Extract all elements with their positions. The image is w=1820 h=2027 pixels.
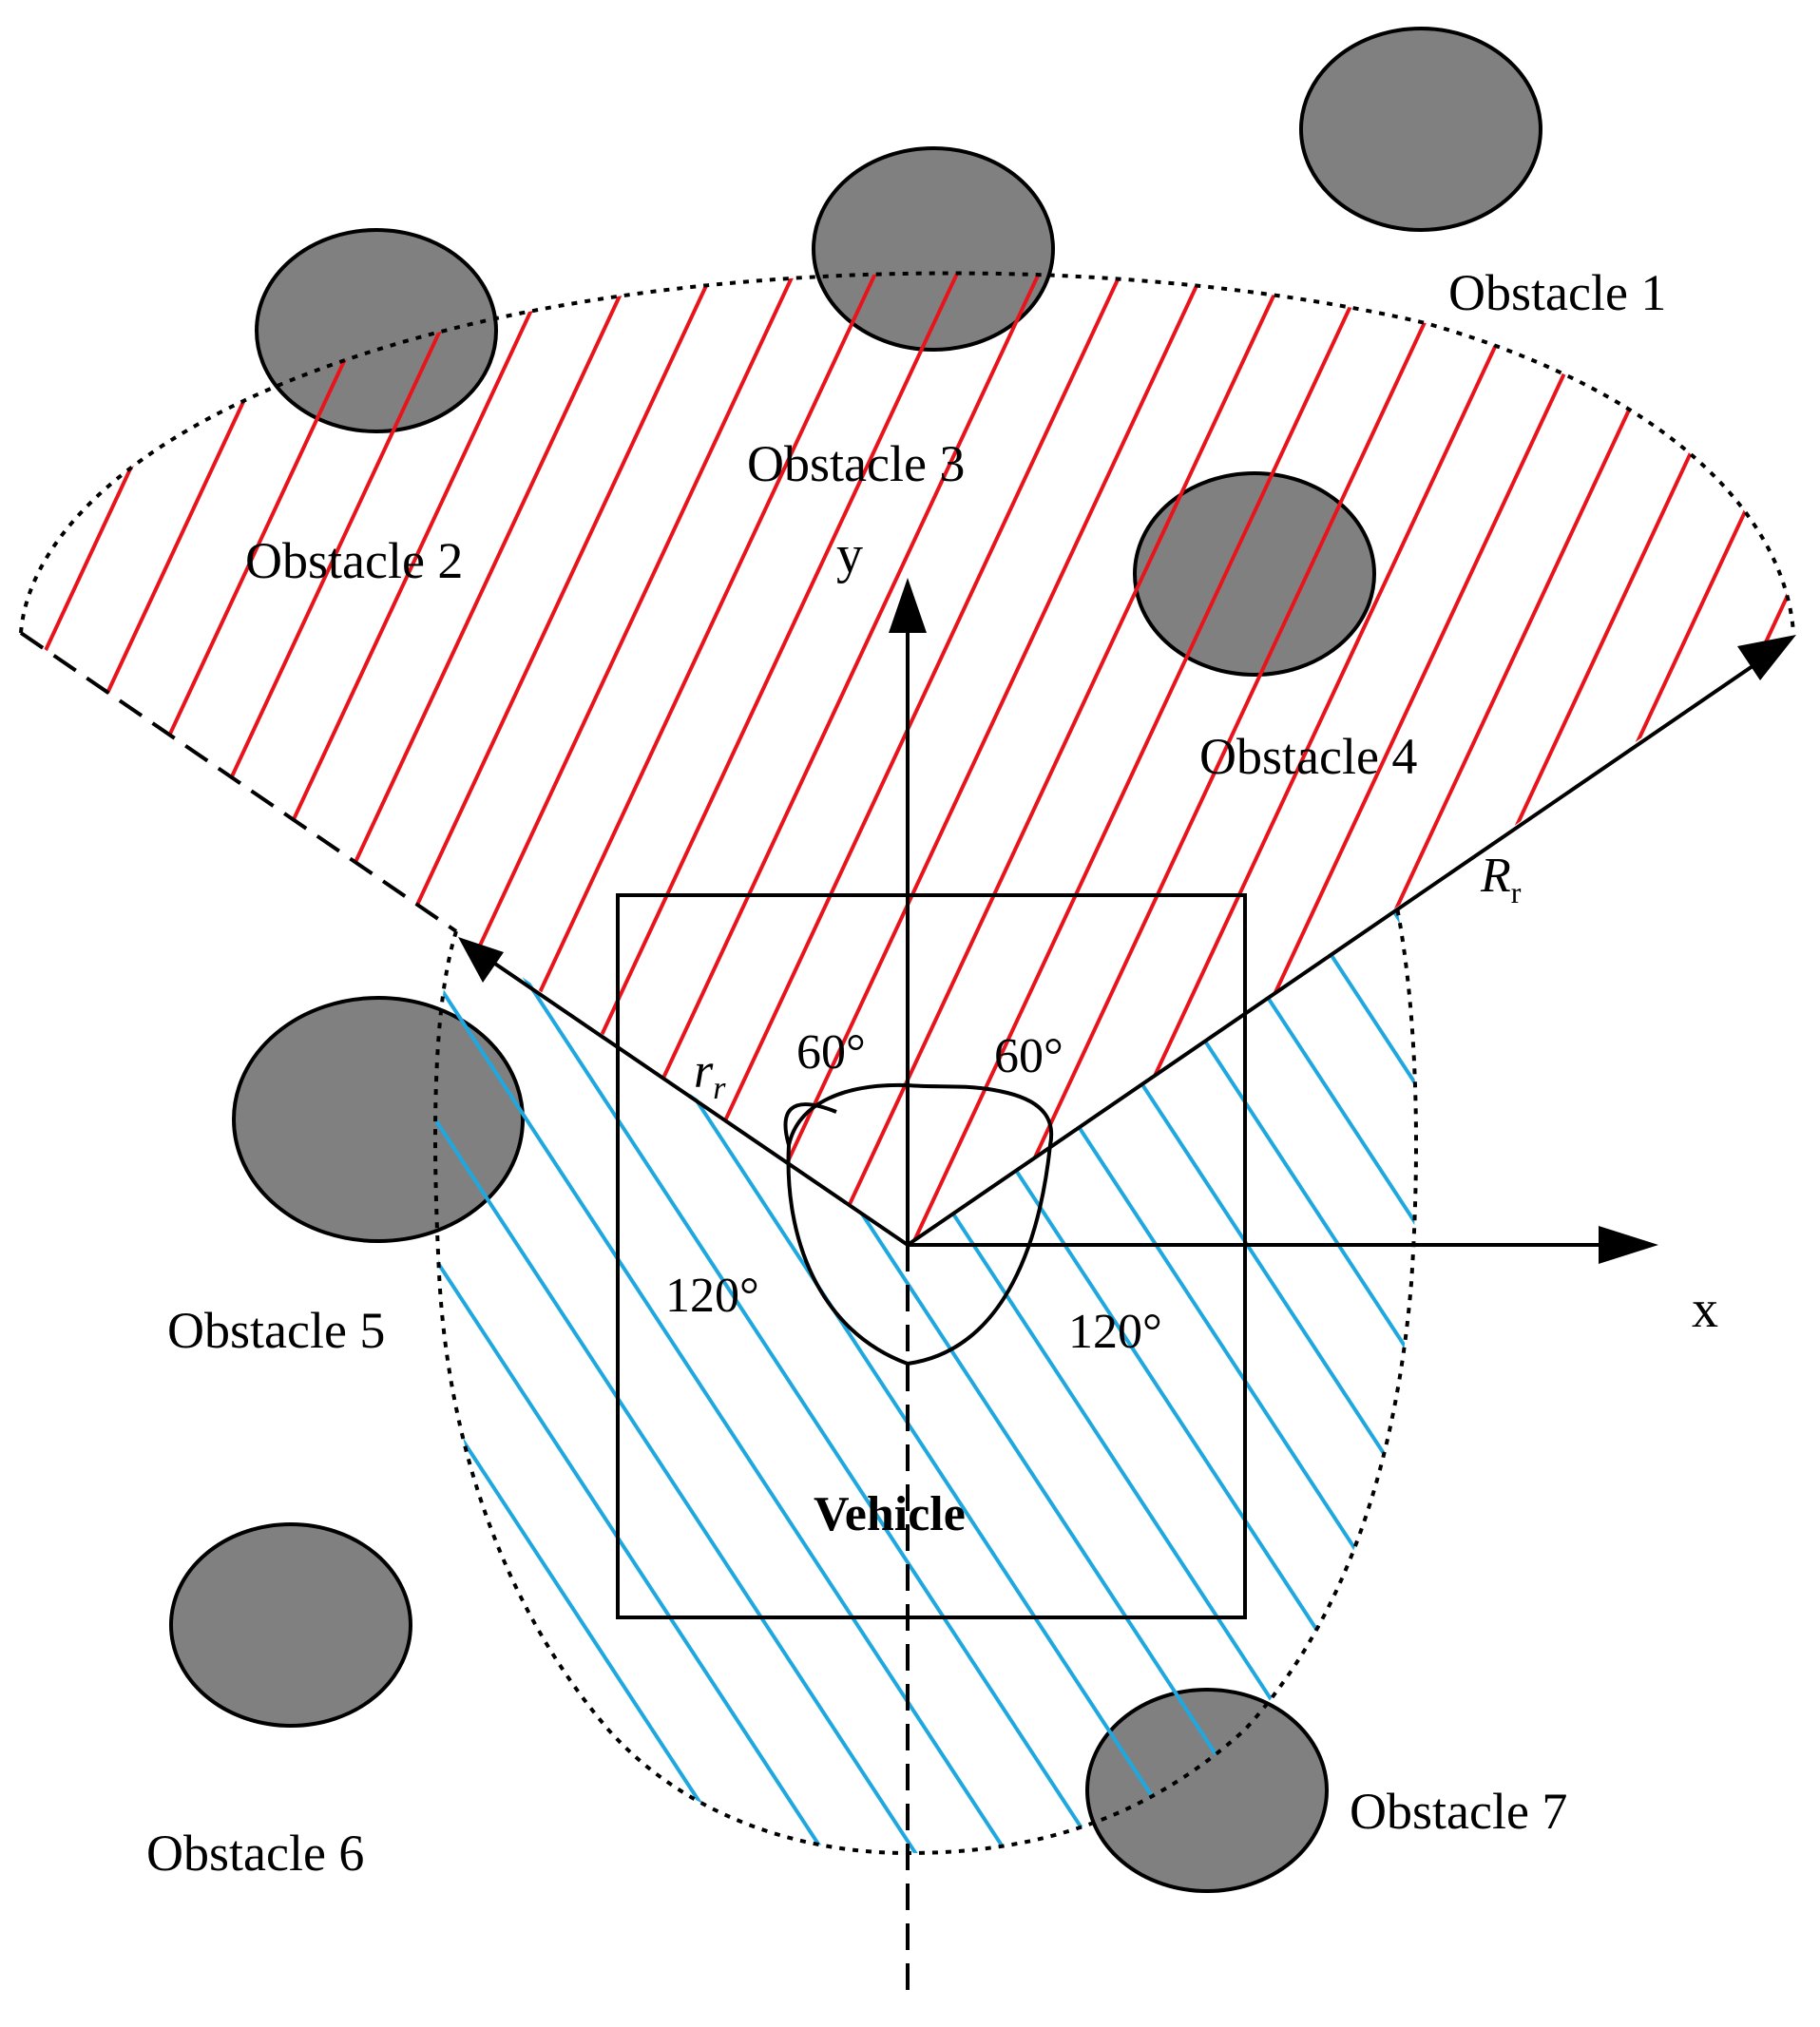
- rear-hatch-line: [1631, 855, 1820, 1901]
- front-hatch-line: [1524, 273, 1793, 1245]
- long-range-ray-right-arrowhead: [1737, 635, 1796, 680]
- front-hatch-line: [871, 273, 1407, 1245]
- obstacle-7-label: Obstacle 7: [1350, 1783, 1567, 1840]
- rear-hatch-line: [0, 855, 308, 1901]
- rear-hatch-line: [1722, 855, 1820, 1901]
- front-hatch-line: [21, 273, 262, 1245]
- rear-hatch-line: [1813, 855, 1820, 1901]
- rear-hatch-line: [434, 908, 948, 1853]
- short-range-radius-label: rr: [694, 1044, 726, 1106]
- rear-hatch-line: [534, 908, 1222, 1853]
- obstacle-6-label: Obstacle 6: [146, 1825, 364, 1882]
- left-sector-edge-dashed: [19, 631, 458, 933]
- rear-hatch-line: [0, 855, 217, 1901]
- long-range-radius-label: Rr: [1480, 849, 1522, 909]
- front-hatch-line: [21, 273, 99, 1245]
- rear-hatch-line: [434, 908, 1040, 1853]
- rear-hatch-line: [434, 908, 857, 1853]
- angle-rear-left: 120°: [665, 1269, 759, 1323]
- x-axis-label: x: [1692, 1280, 1718, 1339]
- front-hatch-line: [0, 190, 15, 1330]
- front-hatch-line: [1770, 273, 1793, 1245]
- front-hatch-line: [707, 273, 1243, 1245]
- front-hatch-line: [544, 273, 1080, 1245]
- short-range-ray-left: [485, 956, 910, 1247]
- obstacle-1-shape: [1299, 27, 1542, 232]
- rear-hatch-line: [443, 908, 1131, 1853]
- y-axis-arrowhead: [889, 578, 927, 633]
- obstacle-4-label: Obstacle 4: [1199, 728, 1417, 785]
- obstacle-7-shape: [1085, 1688, 1329, 1893]
- rear-hatch-line: [1540, 855, 1820, 1901]
- rear-hatch-line: [625, 908, 1313, 1853]
- vehicle-label: Vehicle: [814, 1487, 966, 1541]
- front-hatch-line: [1361, 273, 1793, 1245]
- front-hatch-line: [625, 273, 1161, 1245]
- obstacle-4-shape: [1133, 471, 1376, 677]
- rear-hatch-line: [434, 908, 766, 1853]
- obstacle-2-label: Obstacle 2: [245, 532, 463, 589]
- rear-hatch-line: [434, 908, 584, 1853]
- front-hatch-line: [789, 273, 1325, 1245]
- obstacle-3-shape: [812, 146, 1055, 352]
- angle-front-left: 60°: [796, 1025, 866, 1080]
- rear-hatch-line: [1448, 855, 1820, 1901]
- rear-hatch-line: [1173, 908, 1416, 1853]
- front-hatch-line: [952, 273, 1488, 1245]
- x-axis-arrowhead: [1599, 1226, 1658, 1264]
- obstacle-3-label: Obstacle 3: [747, 435, 965, 492]
- front-hatch-line: [462, 273, 998, 1245]
- rear-hatch-line: [0, 855, 34, 1901]
- rear-hatch-line: [990, 908, 1416, 1853]
- short-range-ray-left-arrowhead: [458, 937, 504, 983]
- obstacle-2-shape: [255, 228, 498, 433]
- front-hatch-line: [21, 273, 181, 1245]
- obstacle-5-label: Obstacle 5: [167, 1302, 385, 1359]
- rear-sector-hatch: [0, 855, 1820, 1901]
- rear-hatch-line: [0, 855, 125, 1901]
- rear-hatch-line: [1264, 908, 1416, 1853]
- long-range-ray-right: [906, 654, 1770, 1247]
- short-range-zone: [783, 1082, 1054, 1367]
- angle-rear-right: 120°: [1068, 1305, 1162, 1359]
- vehicle-body: [616, 893, 1247, 1619]
- angle-front-right: 60°: [994, 1029, 1063, 1083]
- obstacle-5-shape: [232, 996, 525, 1243]
- front-hatch-line: [1443, 273, 1793, 1245]
- y-axis-label: y: [836, 526, 863, 584]
- front-sector-boundary: [19, 271, 1795, 634]
- obstacle-1-label: Obstacle 1: [1448, 264, 1666, 321]
- front-hatch-line: [1606, 273, 1793, 1245]
- obstacle-6-shape: [169, 1522, 412, 1728]
- rear-hatch-line: [1355, 908, 1416, 1853]
- front-hatch-line: [1688, 273, 1793, 1245]
